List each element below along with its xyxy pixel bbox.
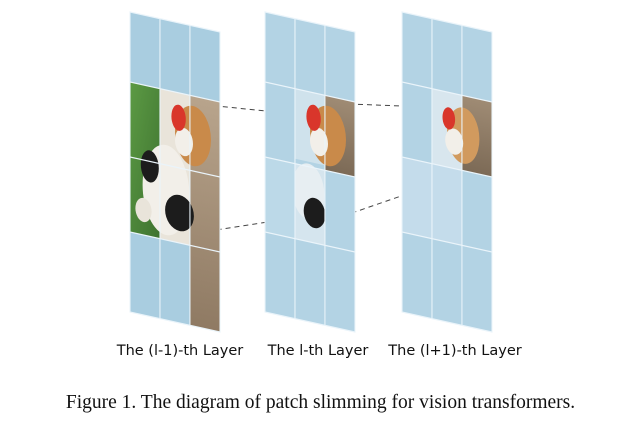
layer-3-grid xyxy=(401,11,493,333)
layer-label-1: The (l-1)-th Layer xyxy=(116,343,244,359)
figure-caption: Figure 1. The diagram of patch slimming … xyxy=(65,392,576,413)
layer-panel-2 xyxy=(264,11,356,333)
layer-2-grid xyxy=(264,11,356,333)
layer-1-image-region xyxy=(130,82,221,333)
layer-label-2: The l-th Layer xyxy=(267,343,369,359)
layer-2-image-region xyxy=(265,88,356,246)
layer-panel-3 xyxy=(401,11,493,333)
layer-3-image-region xyxy=(402,88,493,246)
patch-slimming-diagram xyxy=(129,11,493,333)
dog-collar xyxy=(171,104,186,131)
layer-label-3: The (l+1)-th Layer xyxy=(388,343,522,359)
layer-panel-1 xyxy=(129,11,221,333)
layer-1-grid xyxy=(129,11,221,333)
